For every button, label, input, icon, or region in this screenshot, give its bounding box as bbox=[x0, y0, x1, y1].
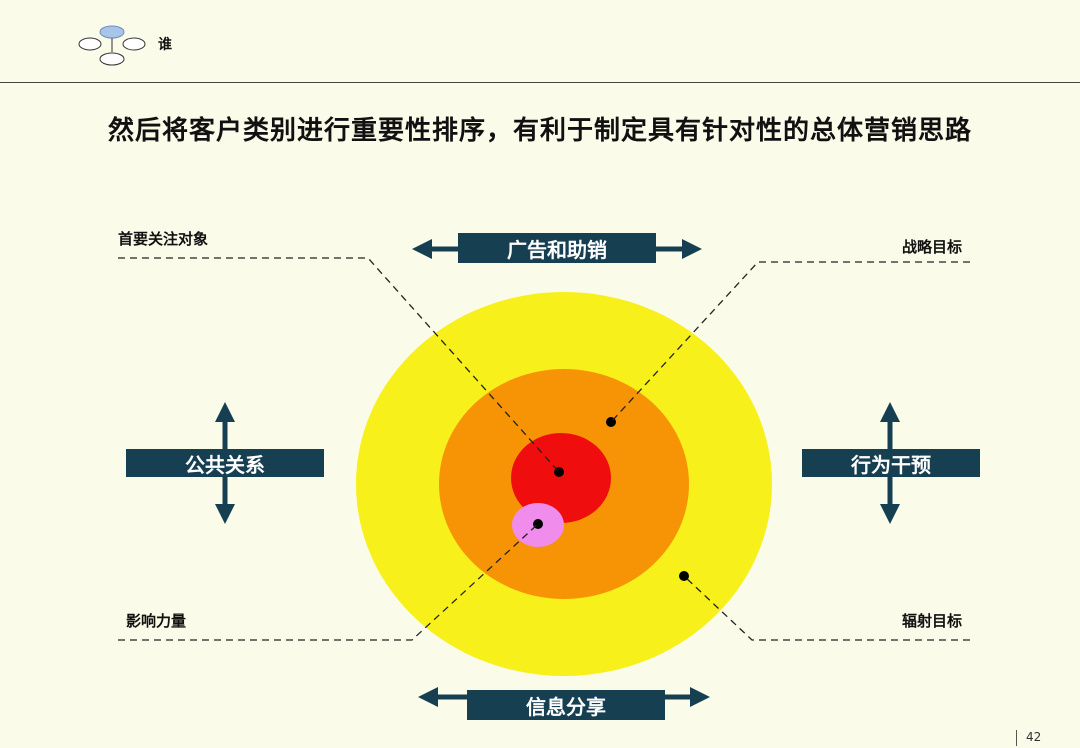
callout-primary-target: 首要关注对象 bbox=[118, 230, 209, 248]
inner-core-primary bbox=[511, 433, 611, 523]
radiation-leader-line bbox=[683, 575, 970, 641]
influence-leader-line bbox=[118, 523, 539, 641]
header-divider bbox=[0, 82, 1080, 83]
page-number-divider bbox=[1016, 730, 1017, 746]
radiation-dot bbox=[679, 571, 689, 581]
banner-public-relations: 公共关系 bbox=[126, 449, 324, 477]
slide-title: 然后将客户类别进行重要性排序，有利于制定具有针对性的总体营销思路 bbox=[107, 116, 972, 146]
banner-information-sharing: 信息分享 bbox=[467, 690, 665, 720]
callout-radiation-target: 辐射目标 bbox=[902, 612, 963, 630]
banner-behavior-intervention: 行为干预 bbox=[802, 449, 980, 477]
callout-strategic-target: 战略目标 bbox=[902, 238, 963, 256]
network-logo-icon bbox=[78, 25, 146, 66]
callout-influence-force: 影响力量 bbox=[126, 612, 187, 630]
header-label: 谁 bbox=[158, 37, 172, 53]
page-number: 42 bbox=[1026, 730, 1042, 744]
banner-advertising: 广告和助销 bbox=[458, 233, 656, 263]
